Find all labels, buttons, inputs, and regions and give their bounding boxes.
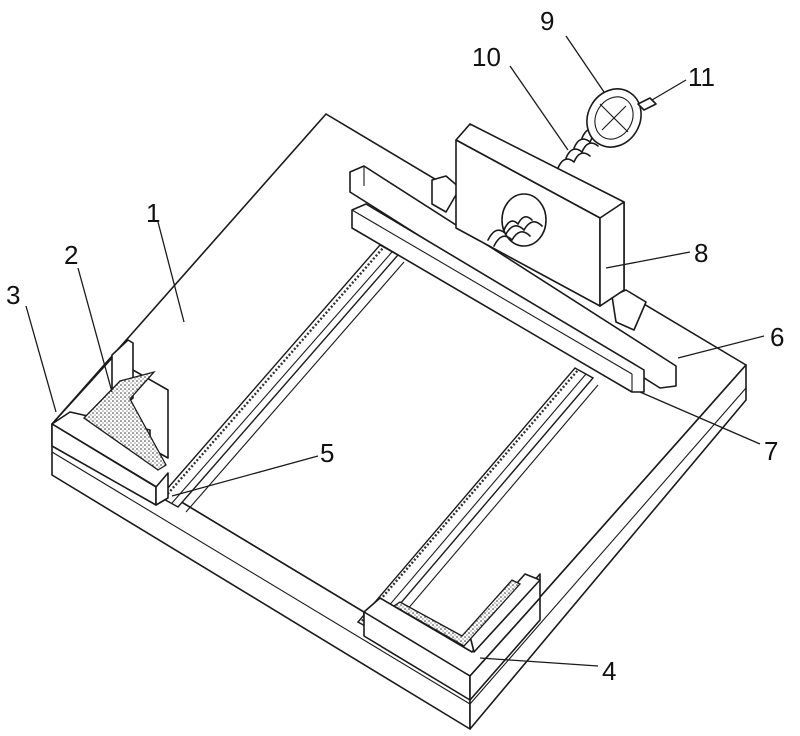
corner-clamp-right bbox=[363, 573, 541, 701]
rail-left-edge bbox=[171, 251, 393, 504]
clamp-block-side bbox=[599, 201, 625, 307]
spring-upper-coil-2 bbox=[565, 142, 599, 159]
handwheel-inner bbox=[594, 96, 634, 140]
label-10: 10 bbox=[472, 42, 501, 72]
handwheel bbox=[586, 88, 642, 148]
leader-4 bbox=[479, 657, 599, 667]
leader-10 bbox=[509, 65, 569, 151]
label-3: 3 bbox=[6, 280, 20, 310]
spring-lower-nut bbox=[501, 193, 547, 247]
rail-back-blocks bbox=[431, 175, 647, 331]
rail-right-edge-2 bbox=[383, 384, 599, 638]
cross-beam-rear bbox=[349, 165, 677, 389]
leader-6 bbox=[677, 335, 765, 359]
leader-lines bbox=[25, 35, 765, 667]
leader-11 bbox=[651, 79, 687, 101]
shaft-tip-end bbox=[637, 97, 657, 111]
part-labels: 1 2 3 4 5 6 7 8 9 10 11 bbox=[6, 6, 784, 686]
spring-upper-coil-1 bbox=[557, 152, 591, 169]
leader-8 bbox=[605, 251, 691, 269]
clamp-left-pad bbox=[83, 370, 167, 471]
rail-left-edge-2 bbox=[185, 261, 405, 513]
rail-right-edge bbox=[369, 373, 587, 629]
label-2: 2 bbox=[64, 240, 78, 270]
base-plate-slab-line bbox=[51, 387, 747, 705]
label-8: 8 bbox=[694, 238, 708, 268]
base-plate-right-face bbox=[469, 364, 747, 730]
cross-beam-front-edge bbox=[351, 209, 633, 375]
clamp-left-endcap bbox=[155, 472, 169, 506]
label-4: 4 bbox=[602, 656, 616, 686]
spring-lower-coil-1 bbox=[487, 221, 543, 241]
handwheel-spoke-2 bbox=[601, 105, 627, 131]
spring-lower-coil-3 bbox=[503, 216, 533, 231]
leader-7 bbox=[639, 391, 761, 445]
label-5: 5 bbox=[320, 438, 334, 468]
leader-5 bbox=[171, 455, 319, 497]
cross-beam-front bbox=[351, 203, 645, 393]
shaft-tip bbox=[637, 97, 657, 111]
leader-9 bbox=[565, 35, 605, 93]
label-7: 7 bbox=[764, 436, 778, 466]
rail-back-block-left bbox=[431, 175, 461, 213]
corner-clamp-left bbox=[51, 339, 169, 506]
rail-left-teeth bbox=[164, 247, 384, 498]
rail-right-teeth bbox=[361, 369, 579, 622]
cross-beam-front-body bbox=[351, 203, 645, 393]
label-1: 1 bbox=[146, 198, 160, 228]
label-11: 11 bbox=[688, 62, 715, 92]
clamp-right-pad bbox=[392, 579, 522, 647]
leader-3 bbox=[25, 305, 57, 413]
label-9: 9 bbox=[540, 6, 554, 36]
leader-2 bbox=[77, 267, 113, 393]
leader-1 bbox=[157, 221, 185, 323]
spring-lower-coil-2 bbox=[493, 231, 531, 247]
label-6: 6 bbox=[770, 322, 784, 352]
spring-lower bbox=[487, 193, 547, 247]
clamp-right-side bbox=[469, 597, 541, 701]
